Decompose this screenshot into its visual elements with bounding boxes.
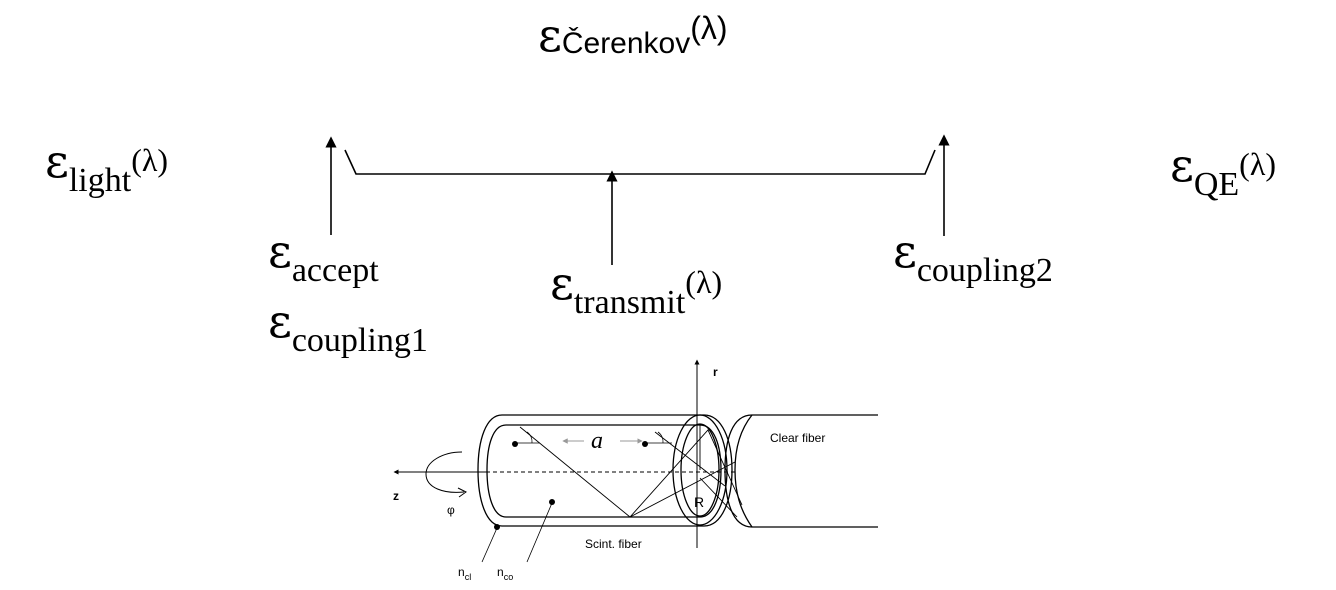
phi-label: φ — [447, 503, 455, 517]
clear-fiber-end-curve — [734, 414, 753, 528]
n-core-main: n — [497, 565, 504, 579]
phi-rotation-arc — [425, 451, 465, 493]
n-cladding-label: ncl — [458, 565, 471, 582]
epsilon-symbol: ε — [550, 256, 574, 310]
scint-fiber-label: Scint. fiber — [585, 537, 642, 551]
scint-fiber-core — [486, 424, 722, 518]
coupling2-efficiency-label: εcoupling2 — [893, 228, 1053, 288]
qe-subscript: QE — [1193, 166, 1240, 203]
radius-label: R — [694, 494, 704, 510]
light-efficiency-label: εlight(λ) — [45, 138, 169, 198]
light-ray-angled — [654, 431, 726, 487]
n-cladding-pointer — [481, 527, 498, 563]
n-cladding-sub: cl — [465, 572, 472, 582]
cerenkov-efficiency-label: εČerenkov(λ) — [538, 10, 728, 60]
lambda-term: (λ) — [690, 10, 728, 46]
point-core — [549, 499, 555, 505]
transmit-efficiency-label: εtransmit(λ) — [550, 260, 723, 320]
point-left — [512, 441, 518, 447]
n-core-pointer — [526, 502, 553, 563]
fiber-schematic — [393, 359, 878, 563]
n-core-label: nco — [497, 565, 513, 582]
epsilon-symbol: ε — [1170, 138, 1194, 192]
lambda-term: (λ) — [685, 264, 723, 300]
epsilon-symbol: ε — [45, 134, 69, 188]
distance-a-label: a — [591, 428, 603, 454]
fiber-end-face-outer — [672, 414, 728, 526]
n-core-sub: co — [504, 572, 514, 582]
angle-arc-left — [526, 431, 533, 444]
qe-efficiency-label: εQE(λ) — [1170, 142, 1276, 202]
point-cladding — [494, 524, 500, 530]
epsilon-symbol: ε — [268, 294, 292, 348]
lambda-term: (λ) — [1239, 146, 1276, 182]
clear-fiber-label: Clear fiber — [770, 431, 825, 445]
scint-fiber-cladding — [477, 414, 733, 527]
epsilon-symbol: ε — [268, 224, 292, 278]
coupling1-efficiency-label: εcoupling1 — [268, 298, 428, 358]
angle-arc-right — [657, 431, 664, 444]
cerenkov-subscript: Čerenkov — [561, 27, 691, 60]
point-right — [642, 441, 648, 447]
light-ray-exit — [699, 477, 738, 518]
accept-subscript: accept — [291, 252, 379, 289]
epsilon-symbol: ε — [538, 8, 562, 62]
efficiency-bracket — [344, 149, 936, 175]
n-cladding-main: n — [458, 565, 465, 579]
coupling1-subscript: coupling1 — [291, 322, 428, 359]
lambda-term: (λ) — [131, 142, 169, 178]
light-ray-secondary — [629, 461, 736, 518]
z-axis-label: z — [393, 489, 399, 503]
phi-arrowhead — [457, 487, 467, 498]
clear-fiber-outline — [724, 414, 878, 528]
distance-a-gap — [584, 430, 620, 452]
light-subscript: light — [68, 162, 132, 199]
r-axis-label: r — [713, 365, 718, 379]
coupling2-subscript: coupling2 — [916, 252, 1053, 289]
transmit-subscript: transmit — [573, 284, 686, 321]
accept-efficiency-label: εaccept — [268, 228, 379, 288]
epsilon-symbol: ε — [893, 224, 917, 278]
